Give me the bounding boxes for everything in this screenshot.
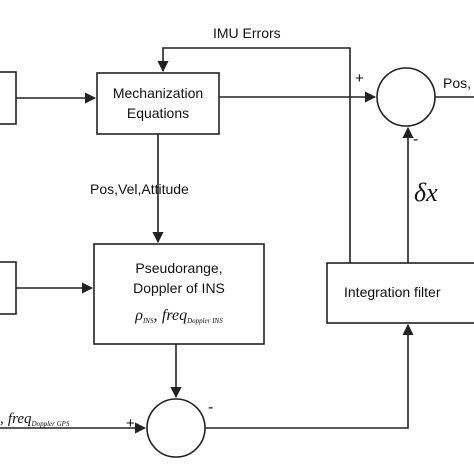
pos-vel-attitude-label: Pos,Vel,Attitude [90,181,189,197]
imu-errors-label: IMU Errors [213,25,281,41]
left-input-block-top [0,71,17,125]
rho-symbol: ρ [135,307,143,324]
left-input-block-bottom [0,261,17,315]
bottom-summing-junction [146,398,206,458]
integration-filter-block [326,262,474,324]
ins-line2: Doppler of INS [133,280,225,296]
freq-subscript: Doppler INS [187,317,223,325]
top-summing-junction [376,67,436,127]
gps-freq-symbol: freq [7,411,32,427]
formula-separator: , [153,307,158,324]
imu-errors-feedback-path [157,47,351,263]
minus-bottom-sign: - [208,399,214,416]
mechanization-line1: Mechanization [112,85,204,101]
gps-input-formula: , freqDoppler GPS [0,410,69,428]
rho-subscript: INS [142,317,154,325]
ins-formula: ρINS, freqDoppler INS [94,306,264,331]
arrow-bottom-junction-to-filter [205,323,414,429]
integration-filter-text: Integration filter [344,284,441,300]
ins-pseudorange-block [93,243,265,345]
minus-top-sign: - [413,131,419,148]
freq-symbol: freq [161,307,188,324]
pos-output-label: Pos, [443,75,472,91]
ins-pseudorange-text: Pseudorange, Doppler of INS ρINS, freqDo… [94,258,264,331]
mechanization-equations-block [96,72,220,135]
plus-top-sign: + [355,70,364,87]
ins-line1: Pseudorange, [135,260,223,276]
mechanization-equations-text: Mechanization Equations [97,83,219,123]
delta-x-label: δx [414,178,438,207]
gps-prefix: , [0,411,4,427]
plus-bottom-sign: + [126,415,135,432]
mechanization-line2: Equations [126,105,190,121]
gps-freq-subscript: Doppler GPS [31,420,70,428]
